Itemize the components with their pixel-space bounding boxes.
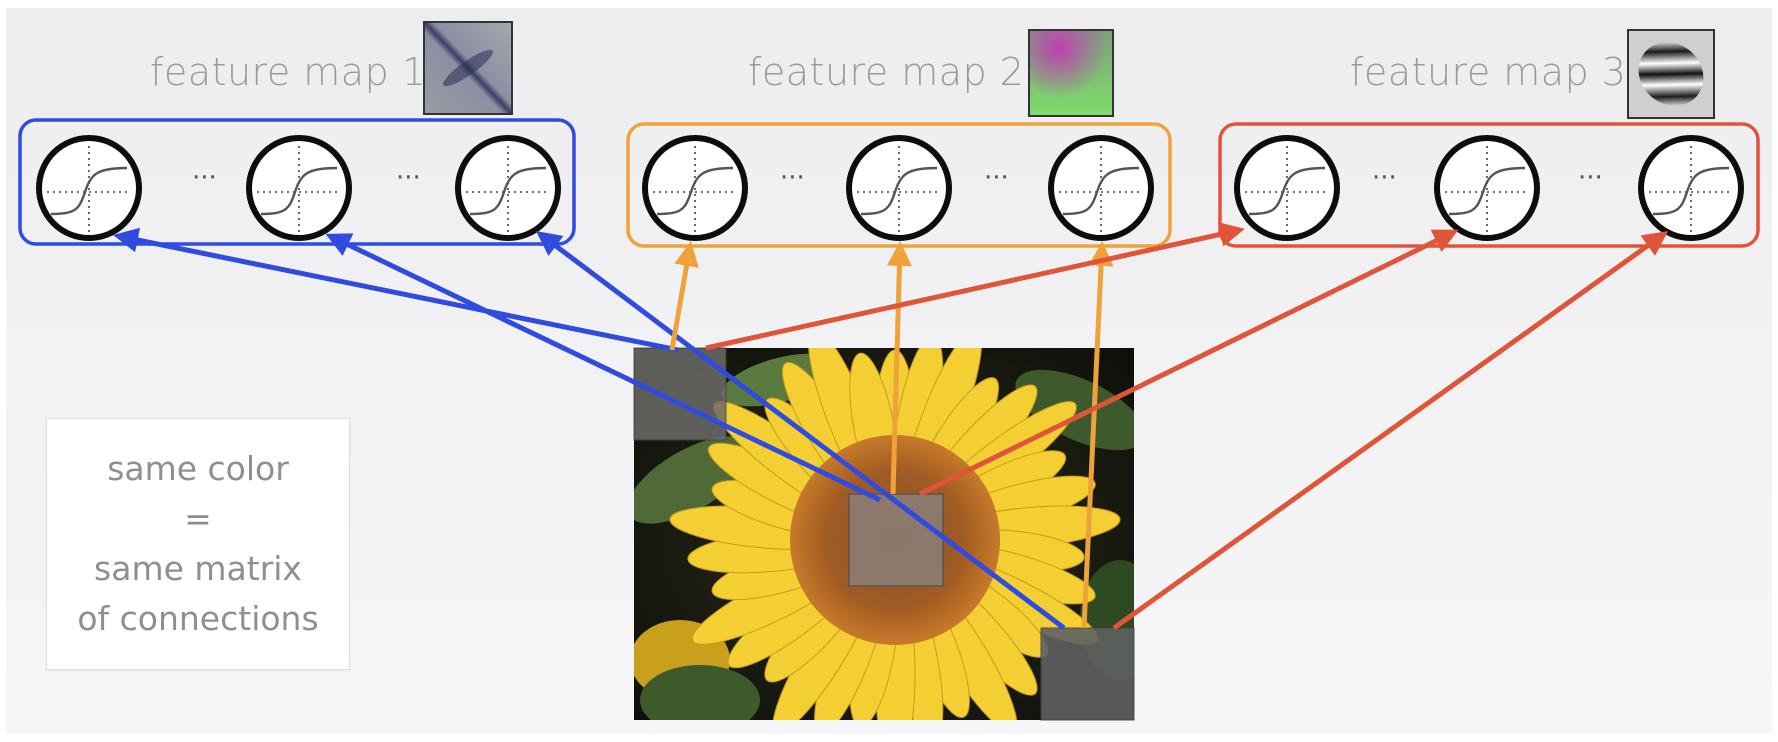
feature-map-3-label: feature map 3 : — [1350, 50, 1653, 94]
neuron-3-3 — [1641, 138, 1741, 238]
ellipsis-2a: ··· — [780, 163, 805, 193]
feature-map-1-group — [18, 118, 576, 246]
neuron-2-3 — [1051, 138, 1151, 238]
ellipsis-3b: ··· — [1578, 163, 1603, 193]
feature-map-3-group — [1218, 122, 1760, 248]
ellipsis-1a: ··· — [192, 163, 217, 193]
neuron-2-1 — [645, 138, 745, 238]
red-connections — [705, 222, 1669, 631]
ellipsis-2b: ··· — [984, 163, 1009, 193]
neuron-3-1 — [1237, 138, 1337, 238]
magenta-green-filter — [1028, 29, 1114, 117]
black-white-diagonal-filter — [1627, 29, 1715, 119]
feature-map-2-label: feature map 2 : — [748, 50, 1051, 94]
ellipsis-3a: ··· — [1372, 163, 1397, 193]
ellipsis-1b: ··· — [396, 163, 421, 193]
neuron-2-2 — [849, 138, 949, 238]
patch-center — [848, 493, 944, 587]
legend-box: same color = same matrix of connections — [46, 418, 350, 670]
neuron-3-2 — [1437, 138, 1537, 238]
orange-connections — [669, 241, 1114, 629]
sunflower-image — [633, 347, 1135, 721]
patch-bottom-right — [1040, 627, 1135, 721]
legend-line-4: of connections — [77, 599, 319, 638]
legend-line-3: same matrix — [94, 549, 302, 588]
neuron-1-2 — [249, 138, 349, 238]
blue-connections — [113, 227, 1066, 630]
legend-line-1: same color — [107, 449, 289, 488]
blue-diagonal-filter — [423, 21, 513, 115]
neuron-1-3 — [458, 138, 558, 238]
neuron-1-1 — [39, 138, 139, 238]
feature-map-1-label: feature map 1: — [150, 50, 440, 94]
legend-line-2: = — [184, 499, 212, 538]
